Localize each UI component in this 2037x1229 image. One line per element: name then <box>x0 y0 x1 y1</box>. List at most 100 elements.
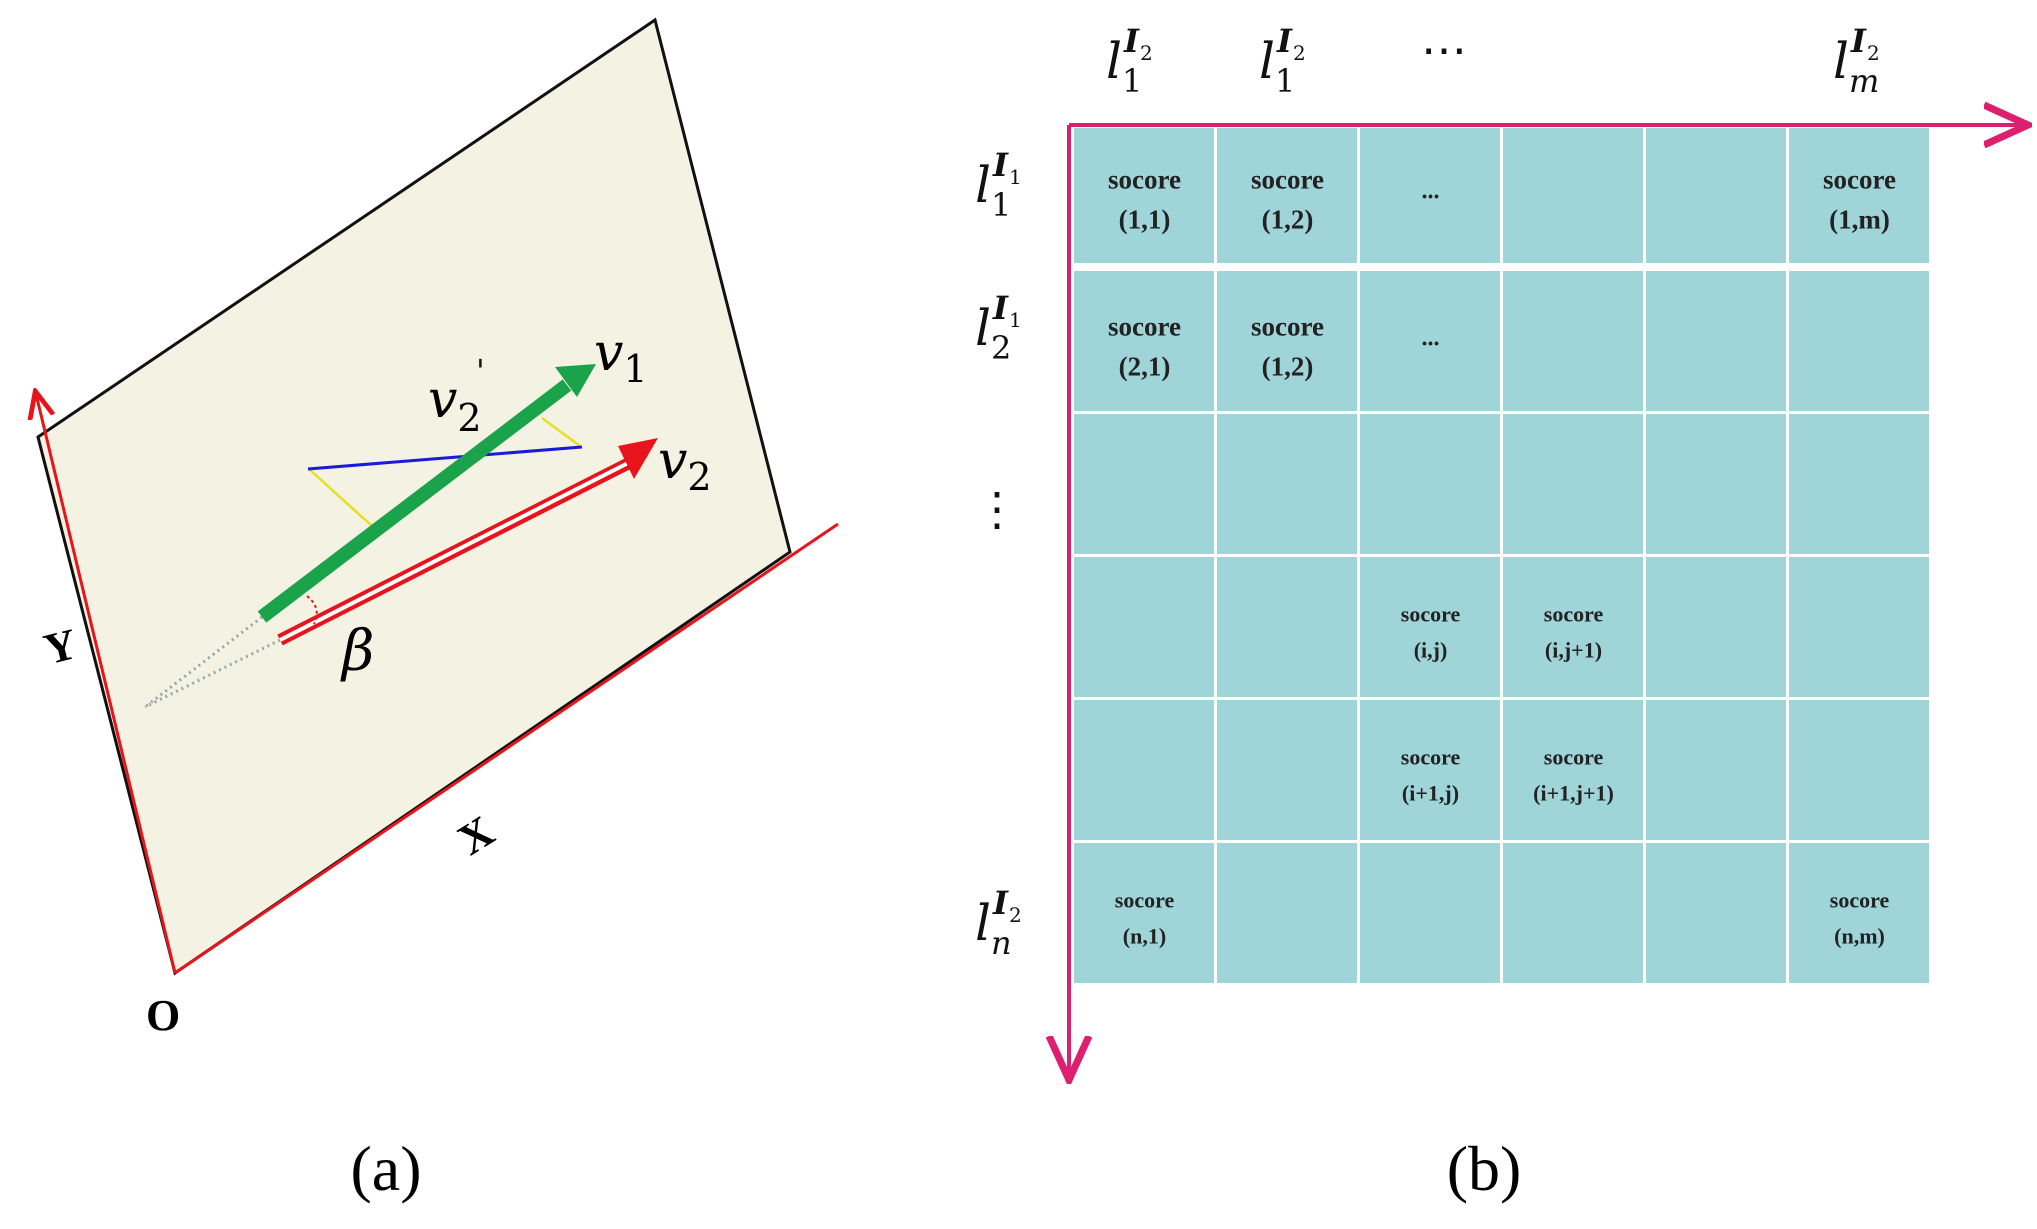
svg-text:I: I <box>1276 22 1293 60</box>
cell-index-label: (1,1) <box>1119 205 1171 235</box>
column-header-ellipsis: ⋯ <box>1421 23 1467 77</box>
y-axis-label: Y <box>39 619 82 674</box>
svg-text:2: 2 <box>1867 41 1880 65</box>
cell-score-label: ... <box>1422 326 1440 352</box>
cell-score-label: socore <box>1830 888 1890 913</box>
matrix-cell <box>1217 557 1357 697</box>
cell-score-label: ... <box>1422 179 1440 205</box>
svg-text:1: 1 <box>1275 62 1295 100</box>
v2-label: v2 <box>658 431 712 499</box>
matrix-cell <box>1789 271 1929 411</box>
cell-score-label: socore <box>1251 312 1324 342</box>
matrix-cell <box>1789 700 1929 840</box>
matrix-cell <box>1646 414 1786 554</box>
matrix-cell <box>1360 557 1500 697</box>
svg-text:l: l <box>975 299 991 357</box>
svg-text:l: l <box>1259 32 1275 90</box>
cell-score-label: socore <box>1108 165 1181 195</box>
svg-text:I: I <box>992 884 1009 922</box>
v2-prime-label: v2 <box>428 370 482 440</box>
matrix-cell <box>1646 271 1786 411</box>
perpendicular-yellow-1 <box>309 469 373 527</box>
matrix-cell <box>1360 843 1500 983</box>
matrix-cell <box>1217 843 1357 983</box>
cell-index-label: (1,m) <box>1829 205 1890 235</box>
svg-text:⋮: ⋮ <box>974 482 1020 536</box>
cell-score-label: socore <box>1108 312 1181 342</box>
matrix-cell <box>1074 128 1214 263</box>
cell-score-label: socore <box>1544 745 1604 770</box>
cell-score-label: socore <box>1401 745 1461 770</box>
origin-label: O <box>146 991 180 1040</box>
vector-v2-head <box>618 438 658 479</box>
matrix-cell <box>1217 128 1357 263</box>
x-axis-label: X <box>449 806 502 865</box>
svg-text:n: n <box>991 924 1012 962</box>
svg-text:2: 2 <box>1009 903 1022 927</box>
matrix-cell <box>1074 700 1214 840</box>
cell-index-label: (1,2) <box>1262 352 1314 382</box>
matrix-cell <box>1789 557 1929 697</box>
matrix-cell <box>1360 128 1500 263</box>
cell-score-label: socore <box>1544 602 1604 627</box>
vector-v1-shaft <box>257 379 572 623</box>
svg-text:I: I <box>992 289 1009 327</box>
cell-index-label: (i,j+1) <box>1545 638 1602 663</box>
panel-b-caption: (b) <box>1447 1133 1522 1204</box>
matrix-cell <box>1789 414 1929 554</box>
svg-text:I: I <box>992 146 1009 184</box>
svg-text:2: 2 <box>991 329 1011 367</box>
projection-line-blue <box>307 445 583 471</box>
svg-text:1: 1 <box>991 186 1011 224</box>
panel-a: v1 v2 v2 ' β Y X O (a) <box>36 17 839 1204</box>
matrix-cell <box>1360 700 1500 840</box>
cell-score-label: socore <box>1823 165 1896 195</box>
svg-text:⋯: ⋯ <box>1421 23 1467 77</box>
panel-b: socore (1,1) socore (1,2)... socore (1,m) soco… <box>974 22 2024 1204</box>
matrix-cell <box>1360 414 1500 554</box>
score-matrix-grid: socore (1,1) socore (1,2)... socore (1,m) soco… <box>1074 128 1929 983</box>
svg-text:l: l <box>1106 32 1122 90</box>
svg-text:m: m <box>1849 62 1879 100</box>
cell-index-label: (n,1) <box>1123 924 1166 949</box>
matrix-cell <box>1217 700 1357 840</box>
matrix-cell <box>1646 128 1786 263</box>
cell-index-label: (i+1,j) <box>1402 781 1459 806</box>
matrix-cell <box>1074 557 1214 697</box>
angle-beta-label: β <box>340 619 374 684</box>
svg-text:l: l <box>975 894 991 952</box>
matrix-cell <box>1360 271 1500 411</box>
vector-v2-inner <box>279 459 633 642</box>
matrix-cell <box>1646 700 1786 840</box>
angle-arc <box>306 595 318 625</box>
matrix-cell <box>1789 843 1929 983</box>
vector-v1-head <box>555 364 596 397</box>
v2-prime-mark: ' <box>476 352 485 390</box>
cell-index-label: (i+1,j+1) <box>1533 781 1614 806</box>
matrix-cell <box>1074 414 1214 554</box>
matrix-cell <box>1217 271 1357 411</box>
matrix-cell <box>1646 557 1786 697</box>
cell-score-label: socore <box>1115 888 1175 913</box>
matrix-cell <box>1503 557 1643 697</box>
matrix-cell <box>1789 128 1929 263</box>
svg-text:l: l <box>975 156 991 214</box>
matrix-cell <box>1217 414 1357 554</box>
matrix-cell <box>1646 843 1786 983</box>
matrix-cell <box>1503 700 1643 840</box>
svg-text:1: 1 <box>1009 308 1022 332</box>
svg-text:1: 1 <box>1122 62 1142 100</box>
svg-text:2: 2 <box>1140 41 1153 65</box>
dotted-extension-v1 <box>144 615 263 709</box>
svg-text:2: 2 <box>1293 41 1306 65</box>
matrix-cell <box>1503 414 1643 554</box>
dotted-extension-v2 <box>144 638 281 709</box>
